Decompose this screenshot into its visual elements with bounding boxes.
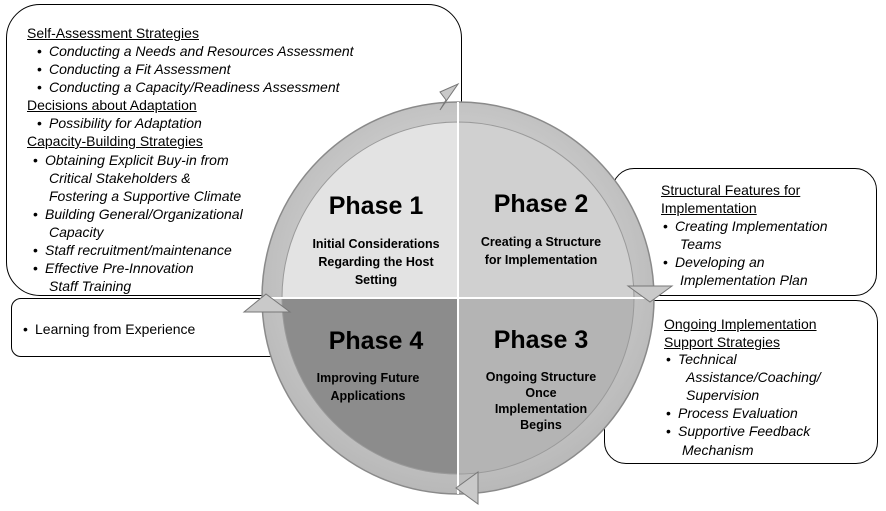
arrow-left-icon [242,293,292,313]
list-item-continued: Teams [680,236,722,252]
list-item: Developing an [663,253,764,271]
list-item: Conducting a Capacity/Readiness Assessme… [37,78,340,96]
heading-self-assessment: Self-Assessment Strategies [27,25,199,41]
phase-4-sub-line: Improving Future [317,371,420,385]
list-item-continued: Staff Training [49,278,132,294]
list-item-continued: Implementation Plan [680,272,808,288]
heading-ongoing-support-2: Support Strategies [664,334,780,350]
list-item: Obtaining Explicit Buy-in from [33,151,229,169]
phase-3-quadrant [457,297,635,475]
arrow-bottom-icon [455,471,479,505]
heading-ongoing-support: Ongoing Implementation [664,316,817,332]
phase-3-sub-line: Ongoing Structure [486,370,596,384]
phase-2-sub-line: for Implementation [485,253,598,267]
heading-structural-features-2: Implementation [661,200,757,216]
heading-structural-features: Structural Features for [661,182,801,198]
phase-3-sub-line: Begins [520,418,562,432]
list-item: Learning from Experience [23,320,195,338]
phase-1-title: Phase 1 [329,192,424,220]
heading-capacity-building: Capacity-Building Strategies [27,133,203,149]
phase-3-sub-line: Implementation [495,402,587,416]
list-item: Conducting a Needs and Resources Assessm… [37,42,354,60]
phase-1-quadrant [281,121,459,299]
list-item: Conducting a Fit Assessment [37,60,231,78]
phase-1-sub-line: Regarding the Host [318,255,434,269]
list-item: Possibility for Adaptation [37,114,202,132]
list-item-continued: Assistance/Coaching/ [686,369,821,385]
phase-3-sub-line: Once [525,386,556,400]
phase-2-title: Phase 2 [494,190,589,218]
list-item: Building General/Organizational [33,205,243,223]
list-item-continued: Capacity [49,224,104,240]
phase-3-title: Phase 3 [494,326,589,354]
list-item-continued: Mechanism [682,442,754,458]
list-item: Supportive Feedback [666,422,810,440]
list-item-continued: Supervision [686,387,760,403]
list-item: Creating Implementation [663,217,827,235]
phase-4-sub-line: Applications [330,389,405,403]
list-item-continued: Fostering a Supportive Climate [49,188,242,204]
list-item: Technical [666,350,737,368]
list-item: Staff recruitment/maintenance [33,241,232,259]
phase-4-quadrant [281,297,459,475]
phase-2-quadrant [457,121,635,299]
list-item-continued: Critical Stakeholders & [49,170,191,186]
phase-1-sub-line: Setting [355,273,397,287]
phase-2-sub-line: Creating a Structure [481,235,601,249]
arrow-top-icon [439,82,460,111]
list-item: Effective Pre-Innovation [33,259,194,277]
phase-1-sub-line: Initial Considerations [312,237,439,251]
heading-adaptation: Decisions about Adaptation [27,97,197,113]
list-item: Process Evaluation [666,404,798,422]
phase-4-title: Phase 4 [329,327,424,355]
arrow-right-icon [626,285,674,303]
